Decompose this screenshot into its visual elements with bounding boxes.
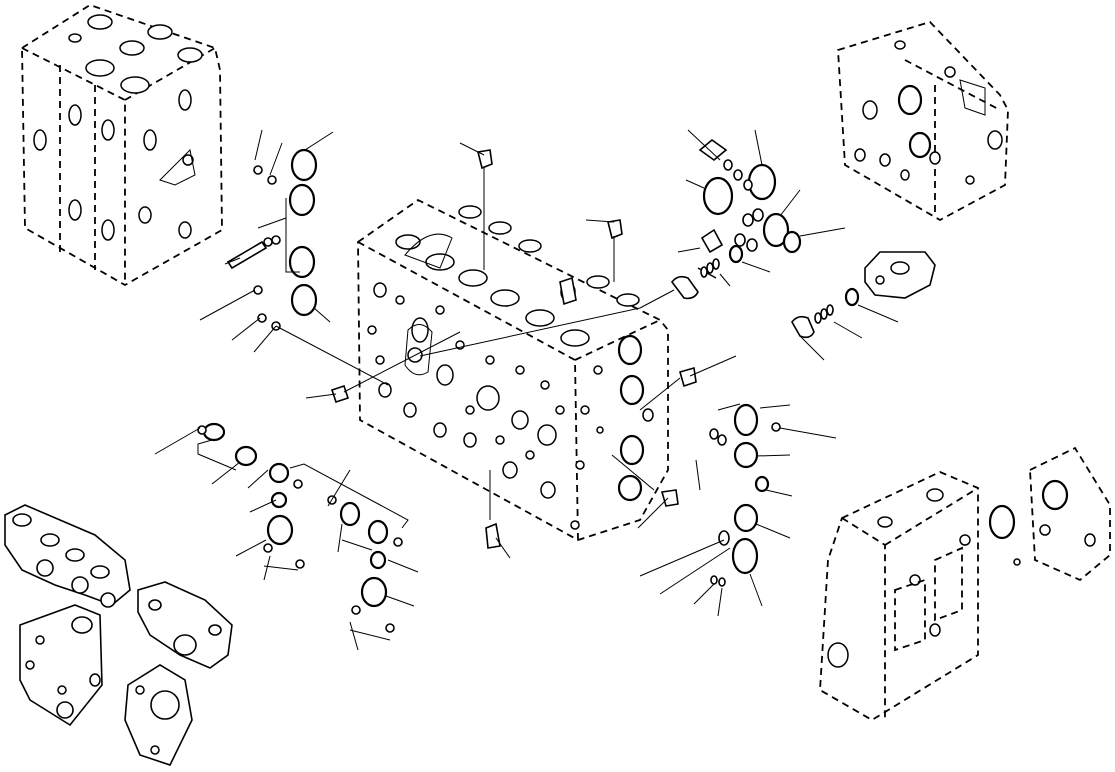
- upper-right-cover: [837, 20, 1009, 222]
- lower-right-valve-section: [819, 471, 979, 722]
- lower-left-cover-b: [124, 581, 233, 766]
- lower-left-manifold: [4, 504, 131, 608]
- spools: [226, 138, 834, 339]
- right-end-cover: [988, 446, 1111, 582]
- right-plug-cap: [864, 251, 936, 299]
- main-valve-block: [357, 198, 669, 541]
- o-rings: [197, 148, 860, 633]
- fittings: [330, 149, 697, 549]
- upper-left-valve-section: [21, 4, 223, 287]
- lower-left-cover-a: [19, 604, 103, 727]
- leader-lines: [154, 129, 899, 651]
